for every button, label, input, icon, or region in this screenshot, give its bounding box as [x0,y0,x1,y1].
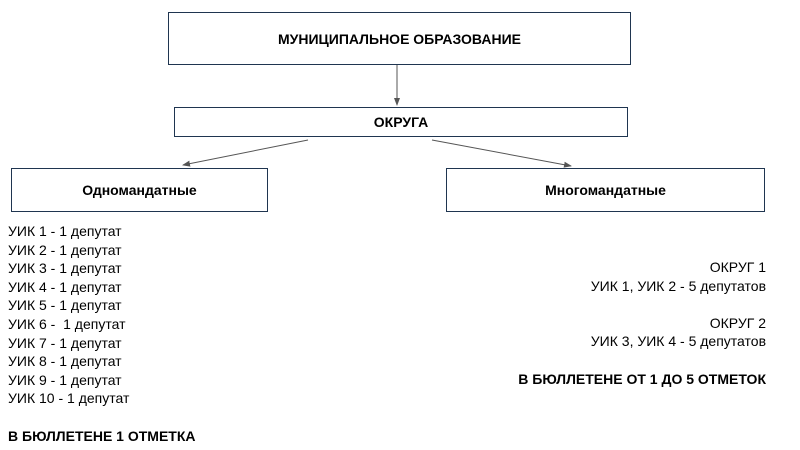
municipality-box: МУНИЦИПАЛЬНОЕ ОБРАЗОВАНИЕ [168,12,631,65]
list-item: УИК 7 - 1 депутат [8,334,122,351]
list-item: УИК 9 - 1 депутат [8,371,122,388]
municipality-label: МУНИЦИПАЛЬНОЕ ОБРАЗОВАНИЕ [278,30,521,47]
district-title: ОКРУГ 2 [709,314,766,331]
single-mandate-box: Одномандатные [11,168,268,212]
list-item: УИК 6 - 1 депутат [8,315,126,332]
arrow-to-single [182,139,309,167]
single-mandate-note: В БЮЛЛЕТЕНЕ 1 ОТМЕТКА [8,428,196,444]
district-detail: УИК 1, УИК 2 - 5 депутатов [590,277,766,294]
single-mandate-list: УИК 1 - 1 депутат УИК 2 - 1 депутат УИК … [8,222,129,408]
multi-mandate-note: В БЮЛЛЕТЕНЕ ОТ 1 ДО 5 ОТМЕТОК [518,370,766,387]
district-detail: УИК 3, УИК 4 - 5 депутатов [590,333,766,350]
list-item: УИК 4 - 1 депутат [8,278,122,295]
list-item: УИК 2 - 1 депутат [8,241,122,258]
arrow-to-multi [431,139,572,168]
districts-label: ОКРУГА [373,114,429,130]
list-item: УИК 5 - 1 депутат [8,297,122,314]
multi-mandate-list: ОКРУГ 1 УИК 1, УИК 2 - 5 депутатов ОКРУГ… [518,258,766,388]
district-title: ОКРУГ 1 [709,259,766,275]
list-item: УИК 1 - 1 депутат [8,223,122,239]
districts-box: ОКРУГА [174,107,628,137]
multi-mandate-label: Многомандатные [545,182,666,198]
multi-mandate-box: Многомандатные [446,168,765,212]
single-mandate-label: Одномандатные [82,182,197,198]
list-item: УИК 8 - 1 депутат [8,353,122,370]
list-item: УИК 3 - 1 депутат [8,260,122,277]
list-item: УИК 10 - 1 депутат [8,390,130,407]
